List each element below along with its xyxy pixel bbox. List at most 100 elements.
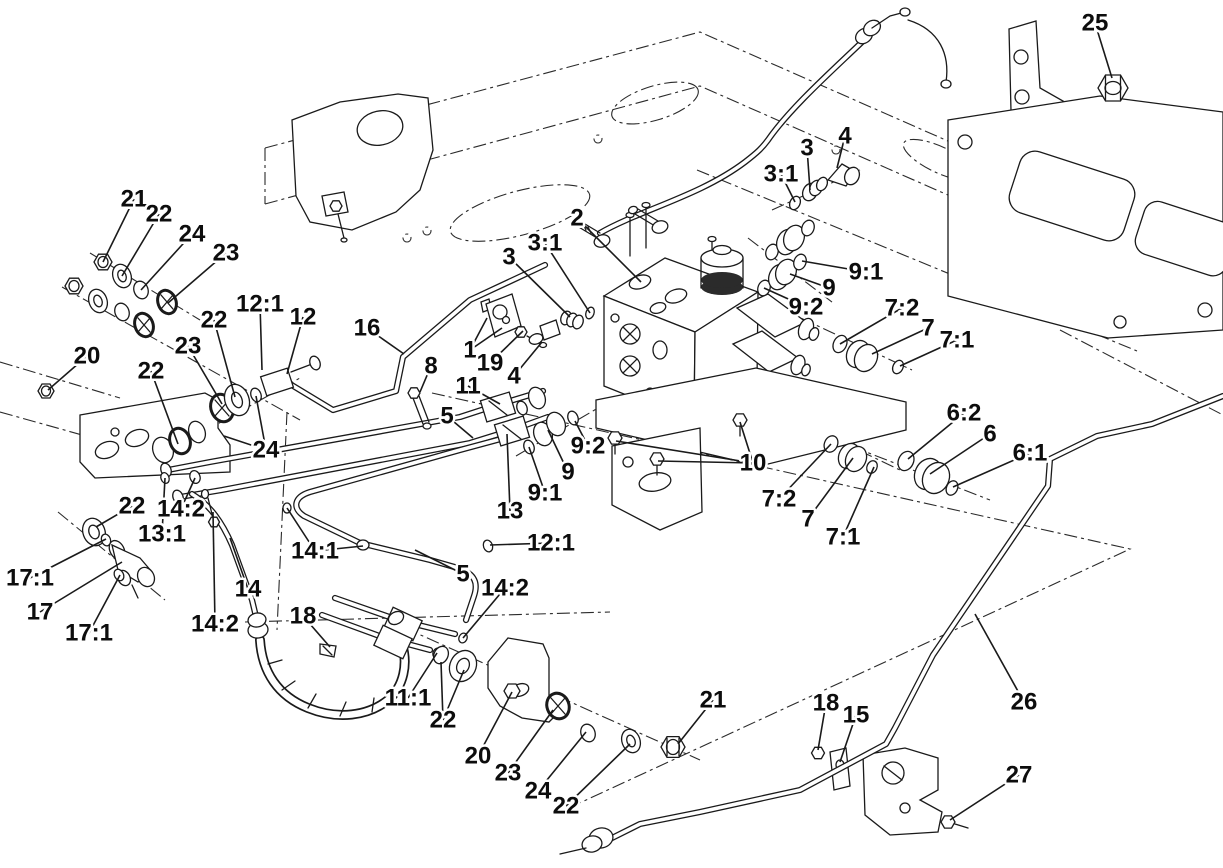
bolt-10c xyxy=(732,413,748,427)
part-number-label: 5 xyxy=(440,403,453,430)
part-number-label: 23 xyxy=(175,333,202,360)
callout-6: 6 xyxy=(929,418,999,475)
callout-7: 7 xyxy=(871,312,937,355)
leader-line xyxy=(839,714,857,763)
leader-line xyxy=(871,327,929,355)
leader-line xyxy=(547,429,569,473)
part-number-label: 7 xyxy=(921,315,934,342)
leader-line xyxy=(442,669,465,721)
callout-15: 15 xyxy=(839,699,872,763)
callout-9:1: 9:1 xyxy=(525,446,565,509)
part-number-label: 18 xyxy=(813,690,840,717)
part-number-label: 14 xyxy=(235,576,262,603)
union-nut-12 xyxy=(259,367,295,397)
callout-16: 16 xyxy=(351,312,405,355)
callout-11: 11 xyxy=(453,370,501,405)
callout-18: 18 xyxy=(287,600,331,648)
callout-2: 2 xyxy=(568,202,642,283)
leader-line xyxy=(102,198,135,263)
callout-14:2: 14:2 xyxy=(188,511,242,640)
leader-line xyxy=(150,370,179,445)
callout-14:2: 14:2 xyxy=(462,572,532,639)
part-number-label: 11 xyxy=(455,373,480,400)
callout-7: 7 xyxy=(799,457,854,535)
part-number-label: 3:1 xyxy=(764,161,799,188)
part-number-label: 17 xyxy=(27,599,54,626)
leader-line xyxy=(212,511,216,625)
leader-line xyxy=(1094,22,1113,79)
callout-22: 22 xyxy=(198,304,236,398)
part-number-label: 23 xyxy=(213,240,240,267)
callout-9:1: 9:1 xyxy=(801,256,886,288)
callout-7:2: 7:2 xyxy=(839,292,922,345)
leader-line xyxy=(801,260,867,273)
part-number-label: 7:1 xyxy=(826,524,861,551)
part-number-label: 13 xyxy=(497,498,524,525)
callout-24: 24 xyxy=(140,218,208,291)
part-number-label: 18 xyxy=(290,603,317,630)
callout-4: 4 xyxy=(836,120,855,169)
part-number-label: 14:2 xyxy=(481,575,529,602)
part-number-label: 12 xyxy=(290,304,317,331)
bottom-unions-11-1 xyxy=(247,606,478,683)
part-number-label: 7 xyxy=(801,506,814,533)
callout-9: 9 xyxy=(547,429,577,488)
callout-10: 10 xyxy=(615,421,769,479)
callout-18: 18 xyxy=(810,687,842,751)
leader-line xyxy=(739,421,754,464)
leader-line xyxy=(506,433,511,512)
part-number-label: 22 xyxy=(430,707,457,734)
part-number-label: 3 xyxy=(800,135,813,162)
leader-line xyxy=(952,452,1031,488)
callout-17:1: 17:1 xyxy=(3,538,107,594)
part-number-label: 20 xyxy=(465,743,492,770)
part-number-label: 6:2 xyxy=(947,400,982,427)
leader-line xyxy=(565,743,631,807)
part-number-label: 22 xyxy=(119,493,146,520)
callout-6:1: 6:1 xyxy=(952,437,1050,488)
callout-3:1: 3:1 xyxy=(525,227,591,314)
hydraulic-tubes xyxy=(168,42,1223,838)
tube-end-fittings-left xyxy=(160,462,221,528)
leader-line xyxy=(286,507,316,552)
nut-25 xyxy=(1097,74,1129,102)
part-number-label: 17:1 xyxy=(6,565,54,592)
part-number-label: 8 xyxy=(424,353,437,380)
part-number-label: 23 xyxy=(495,760,522,787)
part-number-label: 20 xyxy=(74,343,101,370)
leader-line xyxy=(806,147,811,191)
leader-line xyxy=(180,477,196,510)
top-left-bracket xyxy=(291,93,434,243)
part-number-label: 24 xyxy=(179,221,206,248)
leader-line xyxy=(513,341,543,377)
fittings-9-right xyxy=(757,219,815,297)
leader-line xyxy=(507,709,554,774)
part-number-label: 16 xyxy=(354,315,381,342)
manifold-1-and-parts xyxy=(480,293,595,349)
part-number-label: 4 xyxy=(838,123,852,150)
leader-line xyxy=(29,538,107,579)
leader-line xyxy=(314,545,364,552)
leader-line xyxy=(839,307,903,345)
part-number-label: 3:1 xyxy=(528,230,563,257)
leader-line xyxy=(187,345,223,405)
part-number-label: 2 xyxy=(570,205,583,232)
callout-12:1: 12:1 xyxy=(489,527,578,559)
part-number-label: 9 xyxy=(561,459,574,486)
callout-3:1: 3:1 xyxy=(761,158,801,203)
leader-line xyxy=(576,217,642,283)
fitting-6 xyxy=(897,450,959,496)
callout-23: 23 xyxy=(167,237,242,304)
leader-line xyxy=(763,287,807,308)
part-number-label: 19 xyxy=(477,350,504,377)
part-number-label: 22 xyxy=(138,358,165,385)
part-number-label: 6 xyxy=(983,421,996,448)
part-number-label: 25 xyxy=(1082,10,1109,37)
leader-line xyxy=(677,699,714,745)
leader-line xyxy=(414,549,464,575)
leader-line xyxy=(537,731,587,792)
part-number-label: 6:1 xyxy=(1013,440,1048,467)
callout-24: 24 xyxy=(223,395,282,466)
